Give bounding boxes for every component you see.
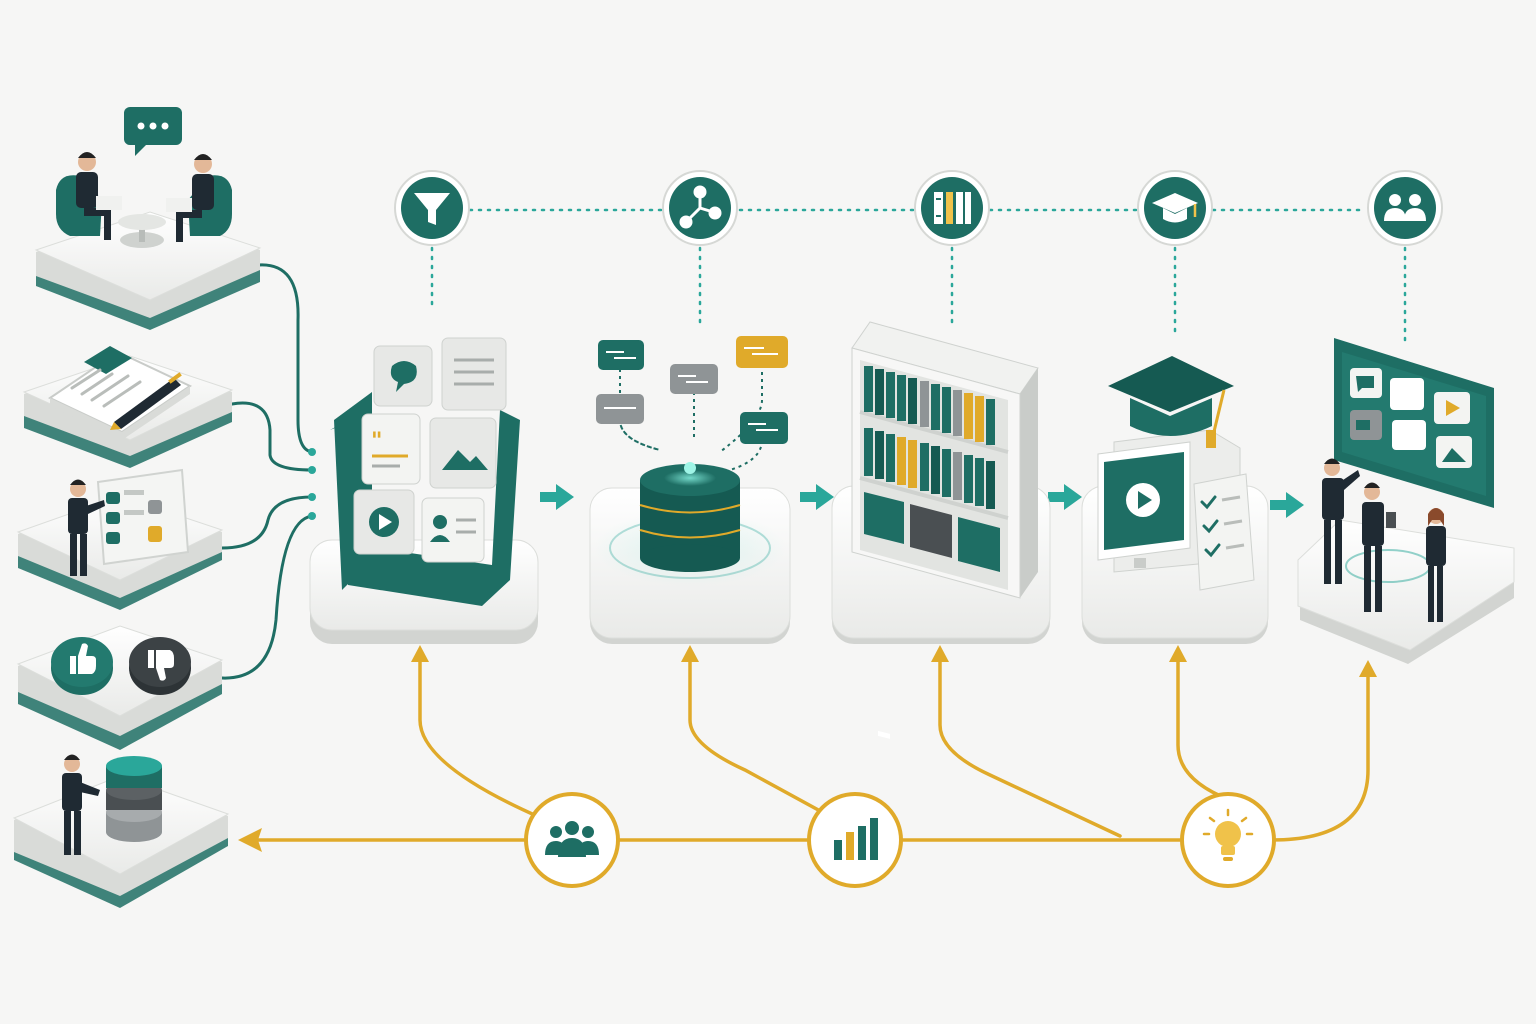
floating-data-tags bbox=[596, 336, 788, 471]
glowing-database bbox=[594, 462, 786, 586]
shelf-books bbox=[864, 366, 995, 509]
feedback-branch bbox=[938, 653, 1122, 838]
flow-arrow-icon bbox=[1048, 484, 1082, 510]
source-feedback bbox=[16, 625, 224, 750]
badge-books bbox=[914, 170, 990, 246]
flow-arrow-icon bbox=[800, 484, 834, 510]
up-arrowhead bbox=[1359, 660, 1377, 677]
up-arrowhead bbox=[931, 645, 949, 662]
stage-share bbox=[1297, 338, 1515, 664]
badge-graduation bbox=[1137, 170, 1213, 246]
source-data-storage bbox=[12, 754, 230, 908]
source-link bbox=[230, 401, 314, 472]
node-analytics bbox=[807, 792, 903, 888]
storage-boxes bbox=[864, 492, 1000, 739]
badge-network bbox=[662, 170, 738, 246]
feedback-branch bbox=[688, 653, 857, 832]
badge-group bbox=[1367, 170, 1443, 246]
flow-arrow-icon bbox=[1270, 492, 1304, 518]
group-icon bbox=[1384, 194, 1426, 221]
left-arrowhead bbox=[238, 828, 262, 852]
source-link bbox=[220, 495, 314, 550]
stage-learn bbox=[1081, 356, 1269, 644]
source-touch-panel bbox=[16, 468, 224, 610]
top-dotted-links bbox=[430, 208, 1407, 342]
person-database-icon bbox=[62, 754, 162, 855]
lightbulb-icon bbox=[1202, 808, 1254, 861]
stage-organize bbox=[831, 321, 1051, 739]
stage-store bbox=[589, 336, 791, 644]
source-link bbox=[220, 514, 314, 680]
thumbs-up-down-icon bbox=[51, 637, 191, 695]
graduation-cap-icon bbox=[1152, 193, 1198, 223]
feedback-branch bbox=[1176, 653, 1232, 802]
bookshelf-cabinet bbox=[851, 321, 1039, 739]
people-group-icon bbox=[545, 821, 599, 857]
team-at-display-board bbox=[1322, 338, 1494, 622]
source-connectors bbox=[220, 263, 314, 680]
source-documents bbox=[22, 346, 234, 468]
up-arrowhead bbox=[1169, 645, 1187, 662]
content-card-tray: " bbox=[330, 337, 520, 606]
connector-dots bbox=[308, 448, 316, 520]
two-people-meeting-icon bbox=[56, 107, 232, 248]
bar-chart-icon bbox=[834, 818, 878, 860]
svg-text:": " bbox=[371, 428, 382, 454]
source-link bbox=[256, 263, 314, 454]
network-nodes-icon bbox=[679, 185, 722, 229]
up-arrowhead bbox=[411, 645, 429, 662]
source-interview bbox=[34, 107, 262, 330]
node-team bbox=[524, 792, 620, 888]
node-insight bbox=[1180, 792, 1276, 888]
up-arrowhead bbox=[681, 645, 699, 662]
stage-capture: " bbox=[309, 337, 539, 644]
flow-arrow-icon bbox=[540, 484, 574, 510]
person-at-control-panel-icon bbox=[68, 468, 190, 576]
feedback-arrowheads bbox=[238, 645, 1377, 852]
badge-funnel bbox=[394, 170, 470, 246]
stage-arrows bbox=[540, 484, 1304, 518]
feedback-branch bbox=[1270, 668, 1370, 842]
books-icon bbox=[934, 192, 971, 224]
notebook-pen-icon bbox=[47, 346, 193, 440]
funnel-icon bbox=[414, 193, 450, 225]
training-monitor bbox=[1097, 356, 1255, 591]
